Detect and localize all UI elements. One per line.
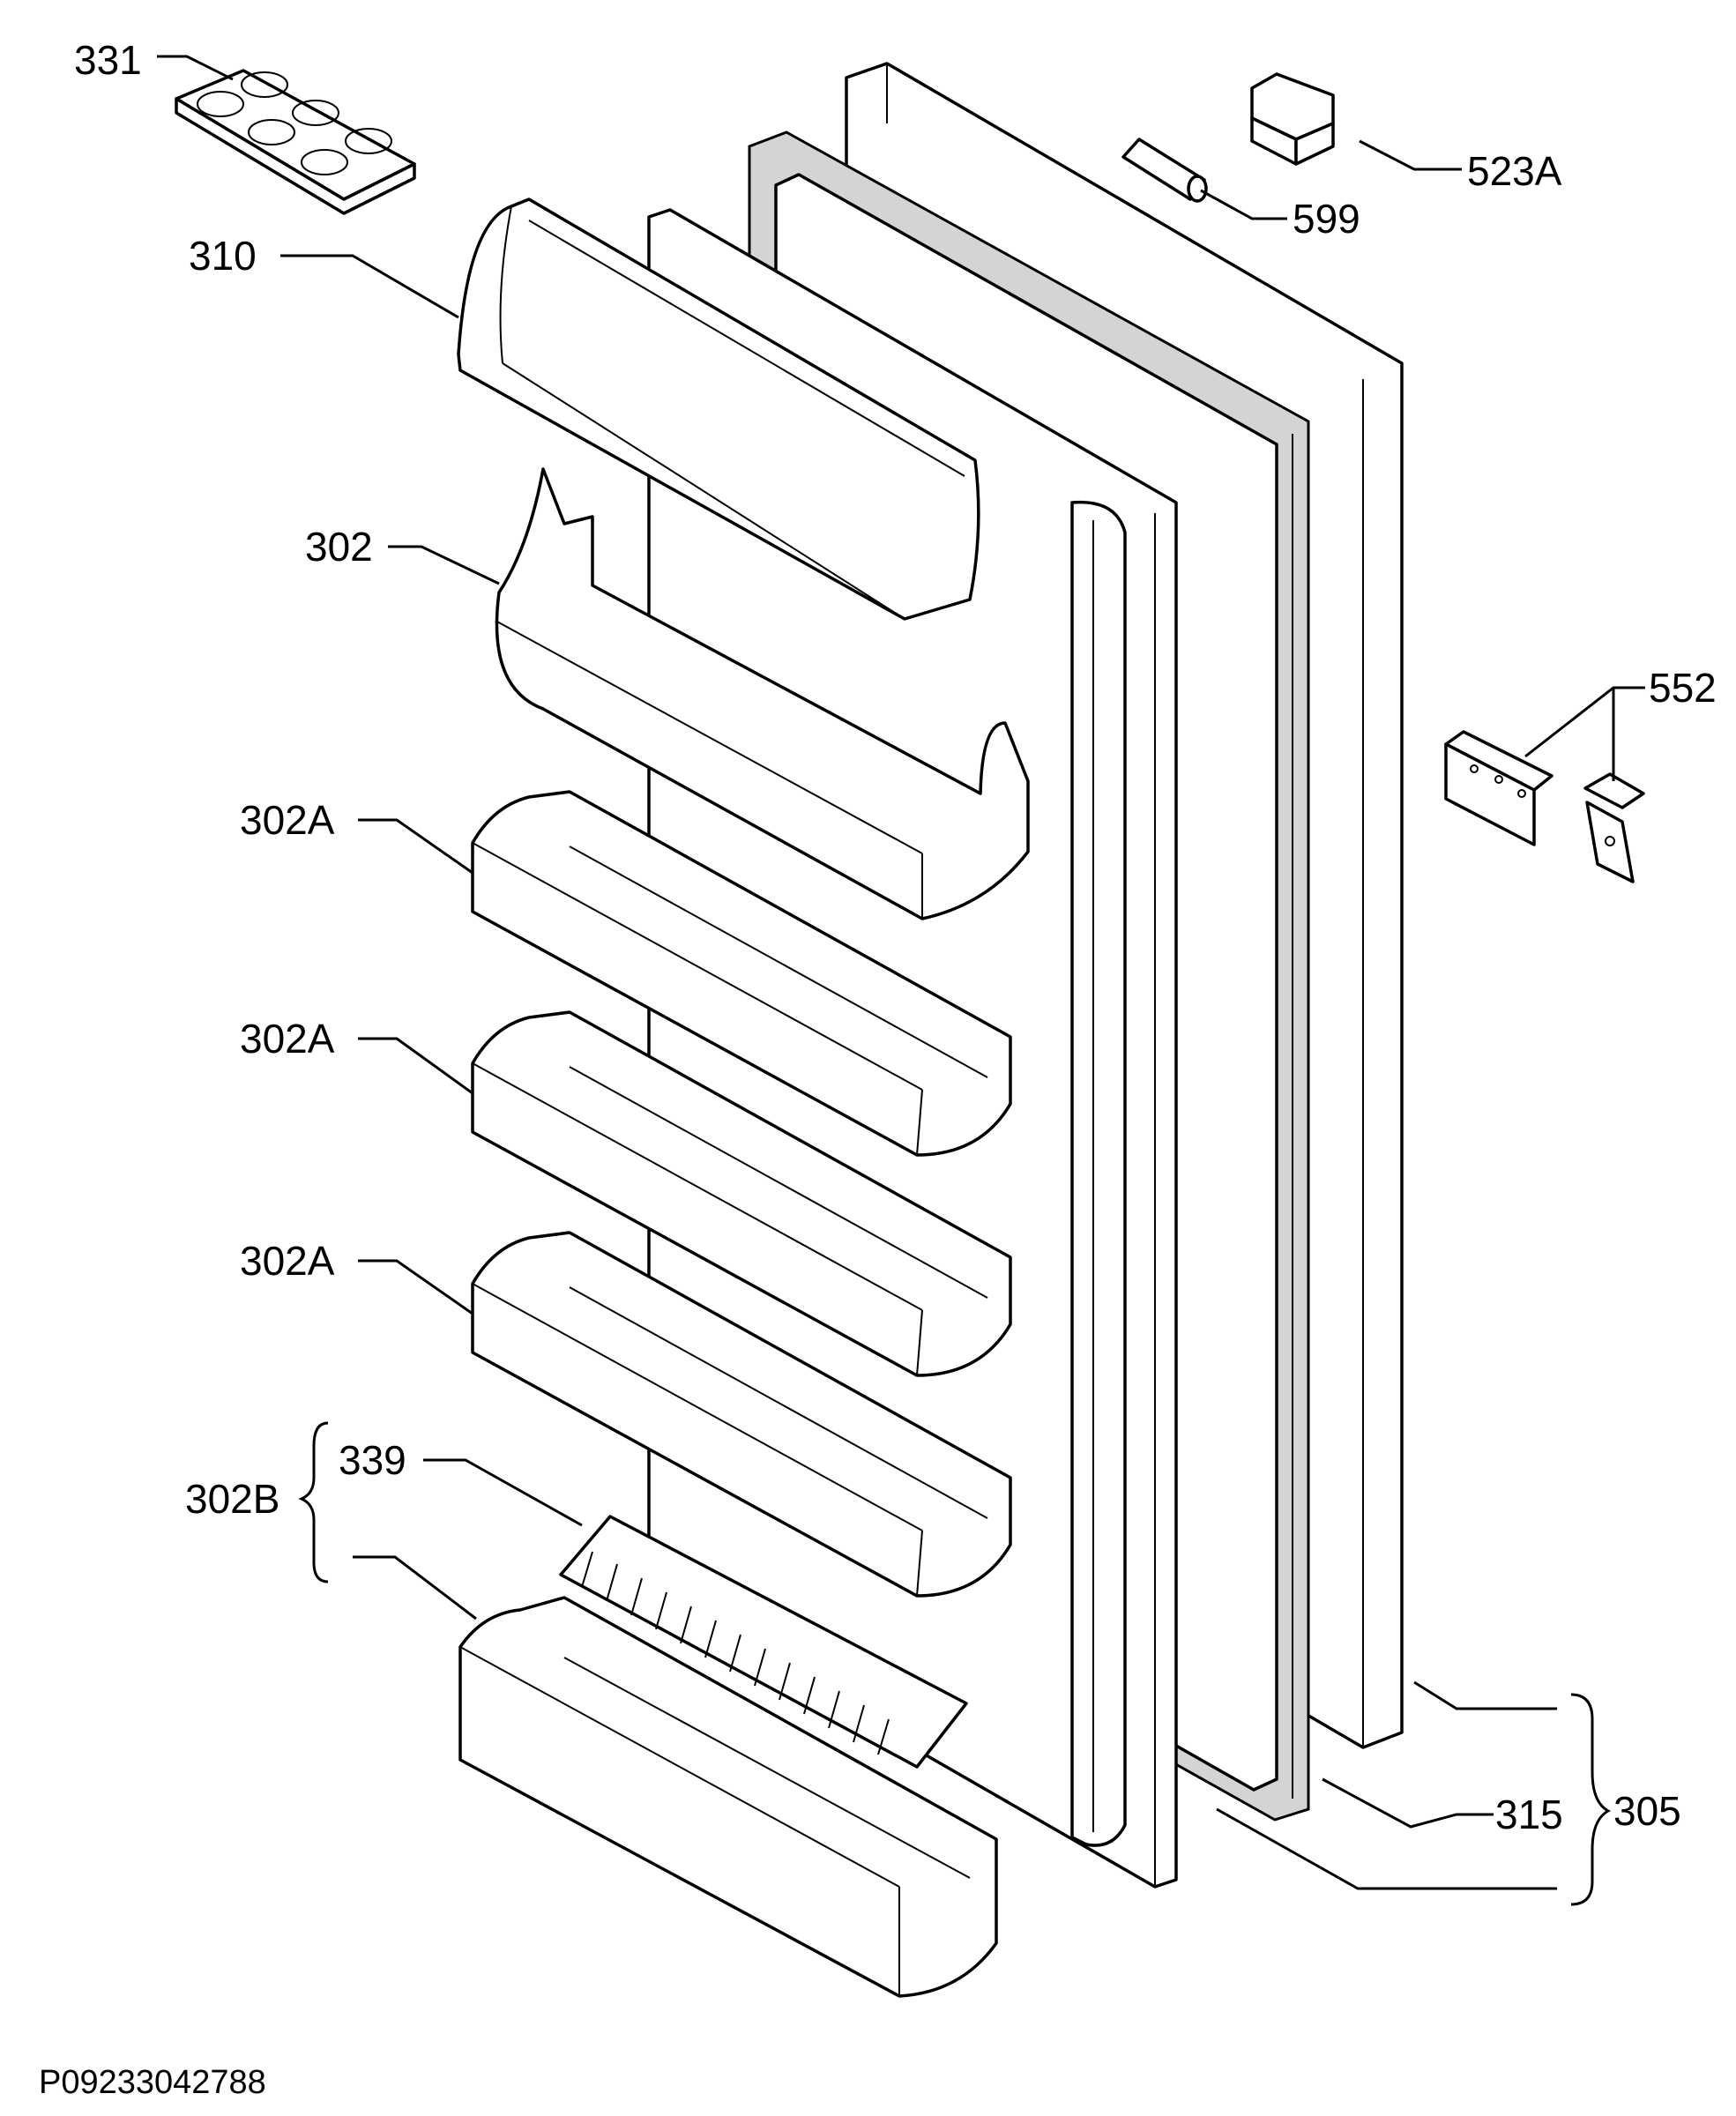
leader-339 xyxy=(423,1458,583,1527)
bottle-retainer xyxy=(559,1515,968,1769)
dairy-compartment-cover xyxy=(457,197,980,621)
leader-bottom-shelf xyxy=(353,1555,477,1621)
label-310: 310 xyxy=(189,233,257,279)
hinge-pin xyxy=(1121,138,1208,203)
callout-labels: 331 310 302 302A 302A 302A 302B 339 523A… xyxy=(74,37,1717,1837)
label-302b: 302B xyxy=(185,1476,279,1522)
label-302a-3: 302A xyxy=(240,1238,335,1284)
leader-lines xyxy=(157,55,1645,1906)
label-315: 315 xyxy=(1495,1792,1563,1837)
upper-door-shelf xyxy=(495,467,1030,920)
label-305: 305 xyxy=(1613,1788,1681,1834)
leader-552 xyxy=(1524,686,1645,781)
door-shelf-3 xyxy=(471,1231,1012,1598)
leader-302a-1 xyxy=(358,818,473,875)
brace-302b xyxy=(298,1421,329,1583)
label-552: 552 xyxy=(1649,665,1717,711)
label-302a-2: 302A xyxy=(240,1016,335,1062)
leader-302a-3 xyxy=(358,1259,473,1315)
label-302: 302 xyxy=(305,524,373,570)
egg-tray xyxy=(175,69,416,215)
leader-310 xyxy=(280,254,459,319)
label-339: 339 xyxy=(339,1437,406,1483)
leader-302a-2 xyxy=(358,1037,473,1095)
door-shelf-2 xyxy=(471,1010,1012,1377)
leader-331 xyxy=(157,55,234,81)
leader-315 xyxy=(1322,1777,1494,1829)
leader-523a xyxy=(1359,139,1462,171)
label-599: 599 xyxy=(1293,196,1360,242)
hinge-cover xyxy=(1250,72,1335,166)
drawing-code: P09233042788 xyxy=(39,2064,266,2101)
leader-599 xyxy=(1200,189,1287,220)
leader-302 xyxy=(388,545,500,585)
leader-door-liner xyxy=(1216,1807,1557,1890)
brace-305 xyxy=(1570,1693,1612,1906)
label-523a: 523A xyxy=(1467,148,1562,194)
label-331: 331 xyxy=(74,37,142,83)
label-302a-1: 302A xyxy=(240,797,335,843)
bottom-bottle-shelf xyxy=(458,1596,998,1998)
hinge-bracket xyxy=(1444,730,1645,883)
leader-door-outer xyxy=(1413,1680,1557,1710)
door-shelf-1 xyxy=(471,790,1012,1157)
